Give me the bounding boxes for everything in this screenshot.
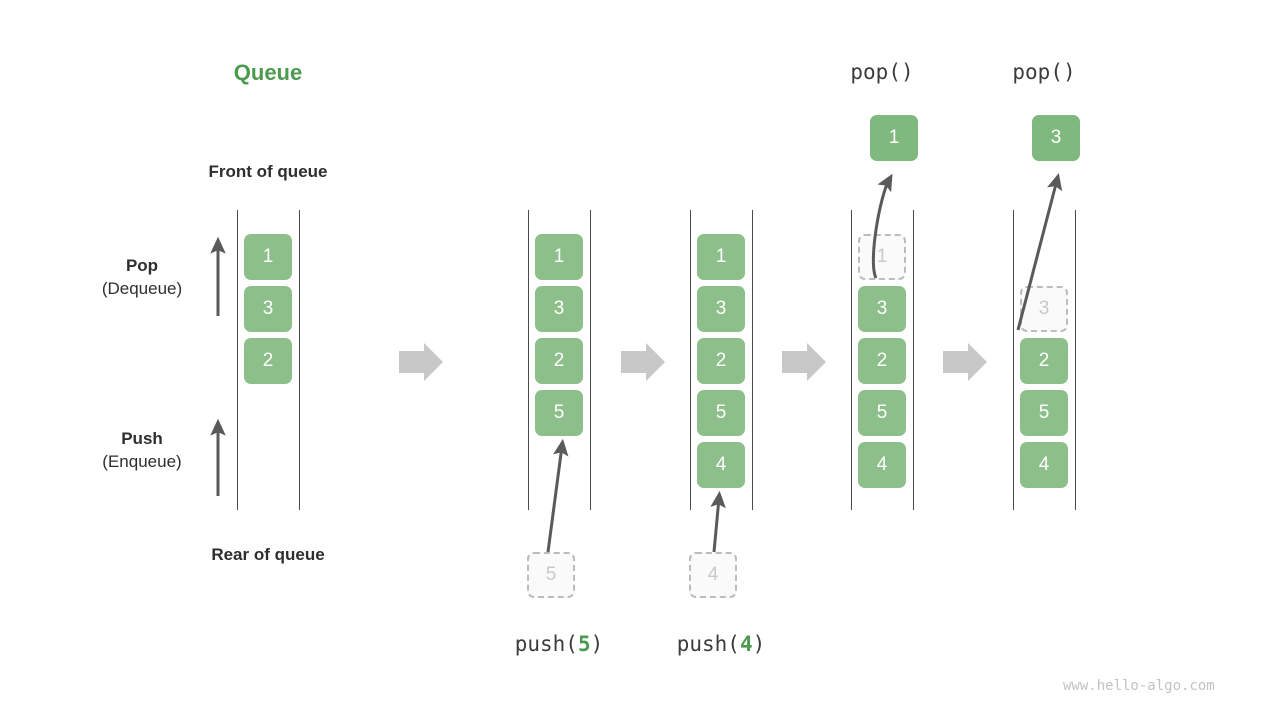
queue-cell: 3 [244,286,292,332]
queue-rail [299,210,300,510]
push-4-arrow [710,490,726,553]
queue-cell: 5 [1020,390,1068,436]
queue-cell: 2 [858,338,906,384]
stage-top-label: pop() [850,60,914,84]
step-arrow-2 [621,343,665,381]
caption-argument: 4 [739,632,753,656]
caption-close-paren: ) [752,632,766,656]
queue-cell: 5 [858,390,906,436]
caption-fn-name: push( [676,632,740,656]
pop-label-line1: Pop [125,256,159,275]
incoming-element-ghost: 4 [689,552,737,598]
queue-cell: 2 [1020,338,1068,384]
queue-rail [690,210,691,510]
queue-rail [237,210,238,510]
watermark: www.hello-algo.com [1063,678,1215,694]
queue-cell: 3 [858,286,906,332]
queue-cell: 1 [535,234,583,280]
queue-cell-ghost: 1 [858,234,906,280]
queue-rail [1013,210,1014,510]
queue-rail [590,210,591,510]
step-arrow-1 [399,343,443,381]
push-5-arrow [546,438,569,553]
queue-cell: 4 [858,442,906,488]
queue-cell: 4 [697,442,745,488]
queue-cell: 5 [535,390,583,436]
popped-element: 1 [870,115,918,161]
queue-rail [528,210,529,510]
queue-cell: 2 [535,338,583,384]
step-arrow-4 [943,343,987,381]
stage-caption: push(5) [484,632,634,656]
queue-cell: 3 [697,286,745,332]
push-enqueue-label: Push (Enqueue) [62,428,222,474]
stage-caption: push(4) [646,632,796,656]
incoming-element-ghost: 5 [527,552,575,598]
stage-top-label: pop() [1012,60,1076,84]
push-label-line1: Push [121,429,163,448]
queue-cell: 2 [244,338,292,384]
queue-rail [1075,210,1076,510]
front-of-queue-label: Front of queue [208,162,328,181]
step-arrow-3 [782,343,826,381]
pop-dequeue-label: Pop (Dequeue) [62,255,222,301]
popped-element: 3 [1032,115,1080,161]
caption-argument: 5 [577,632,591,656]
queue-cell: 3 [535,286,583,332]
queue-rail [851,210,852,510]
caption-close-paren: ) [590,632,604,656]
queue-cell: 2 [697,338,745,384]
queue-cell: 1 [244,234,292,280]
queue-cell: 5 [697,390,745,436]
caption-fn-name: push( [514,632,578,656]
pop-label-line2: (Dequeue) [101,279,183,298]
queue-rail [752,210,753,510]
queue-rail [913,210,914,510]
queue-cell: 4 [1020,442,1068,488]
push-label-line2: (Enqueue) [102,452,182,471]
rear-of-queue-label: Rear of queue [211,545,325,564]
page-title: Queue [233,60,303,85]
queue-cell-ghost: 3 [1020,286,1068,332]
queue-cell: 1 [697,234,745,280]
